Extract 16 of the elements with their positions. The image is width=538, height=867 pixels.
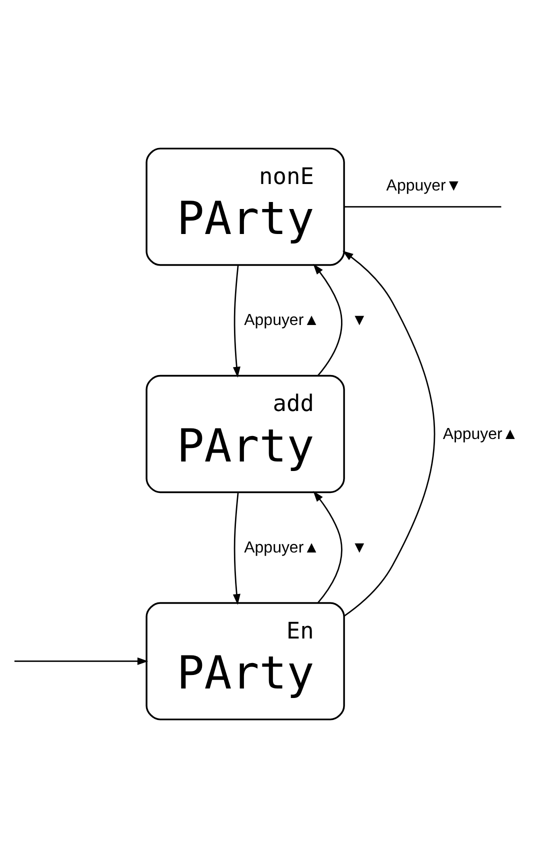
node-box: En PArty [146,602,345,720]
arrow [232,264,240,378]
edge-label: ▼ [351,538,368,556]
node-box: nonE PArty [146,147,345,266]
edge-label: Appuyer▲ [244,538,320,556]
connector [344,206,502,207]
edge-label: Appuyer▲ [244,312,320,329]
arrow [342,250,436,616]
edge-label: ▼ [351,312,368,329]
edge-label: Appuyer▲ [442,425,518,442]
arrow [313,490,342,603]
arrow [14,656,148,664]
arrow [313,263,342,376]
node-box: add PArty [146,374,345,493]
edge-label: Appuyer▼ [386,176,462,194]
arrow [232,492,240,604]
